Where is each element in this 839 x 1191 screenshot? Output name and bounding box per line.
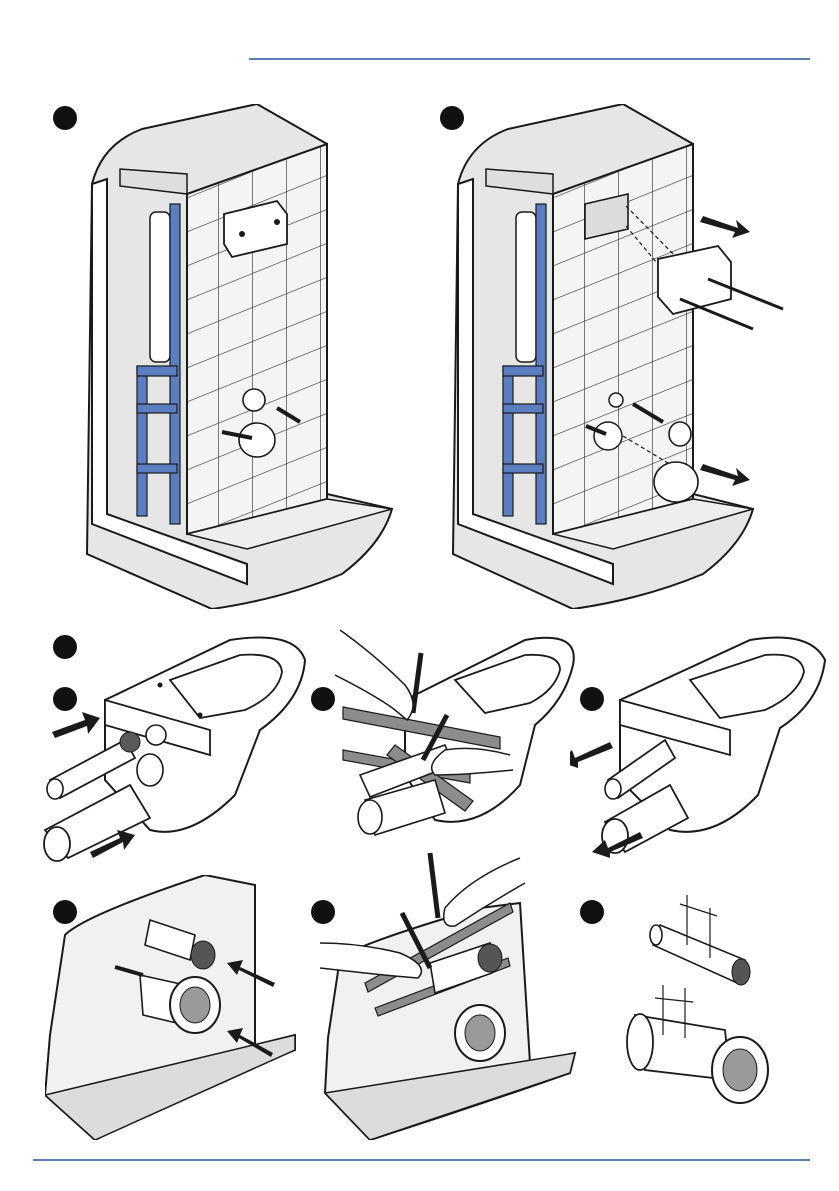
arrow-icon — [700, 216, 750, 238]
step-4-illustration — [40, 630, 310, 865]
hand-icon — [432, 748, 513, 775]
arrow-icon — [570, 742, 613, 768]
arrow-icon — [700, 464, 750, 486]
step-5-illustration — [335, 625, 575, 855]
step-1-illustration — [82, 104, 402, 609]
hand-icon — [335, 630, 413, 720]
step-8-illustration — [320, 848, 578, 1140]
step-7-illustration — [45, 875, 300, 1140]
step-marker-9 — [580, 900, 604, 924]
arrow-icon — [52, 712, 100, 738]
step-marker-1 — [53, 106, 77, 130]
step-2-illustration — [448, 104, 788, 609]
pencil-icon — [430, 853, 438, 918]
bottom-rule — [33, 1159, 810, 1161]
step-9-illustration — [625, 890, 775, 1115]
step-marker-5 — [311, 687, 335, 711]
top-rule — [249, 58, 810, 60]
step-6-illustration — [570, 630, 830, 860]
